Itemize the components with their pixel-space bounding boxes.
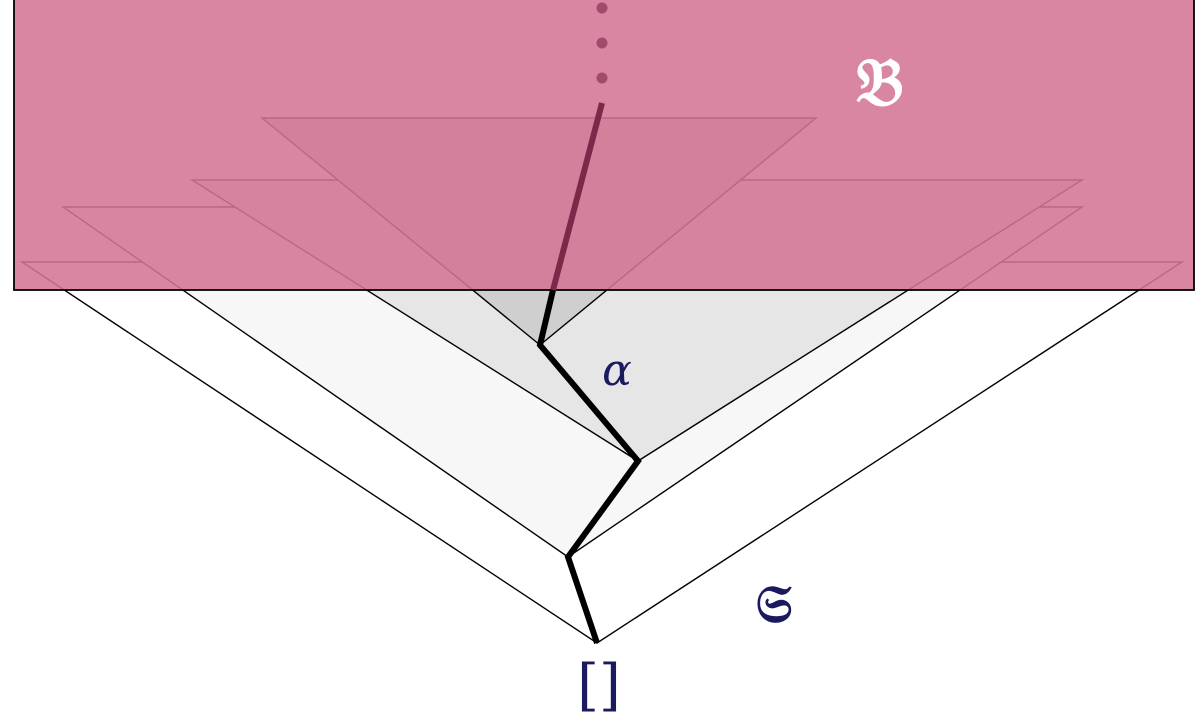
tree-label: 𝔖: [756, 574, 793, 635]
dot: [596, 72, 608, 84]
dot: [596, 2, 608, 14]
root-label: []: [577, 653, 621, 718]
ellipsis-dots: [596, 2, 608, 84]
region-box: [13, 0, 1195, 291]
branch-path: [536, 289, 642, 644]
branch-path-in-region: [550, 102, 605, 291]
region-label: 𝔅: [856, 43, 904, 121]
node-label: α: [602, 345, 632, 396]
dot: [596, 37, 608, 49]
